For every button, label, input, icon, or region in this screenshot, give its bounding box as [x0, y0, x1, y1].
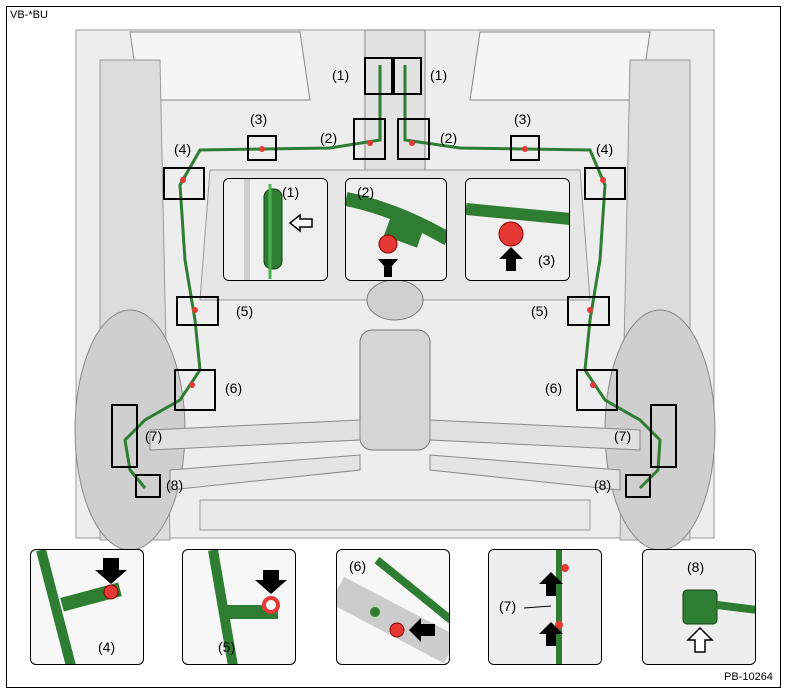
detail-inset-3: (3)	[465, 178, 570, 281]
label-3-left: (3)	[250, 111, 268, 127]
arrow-down-icon	[255, 570, 287, 594]
callout-box-8-left	[135, 474, 161, 498]
detail-inset-1: (1)	[223, 178, 328, 281]
detail-panel-4: (4)	[30, 549, 144, 665]
inset-label-3: (3)	[538, 252, 556, 268]
label-4-left: (4)	[174, 141, 192, 157]
label-2-right: (2)	[440, 130, 458, 146]
detail-inset-2: (2)	[345, 178, 447, 281]
label-1-left: (1)	[332, 67, 350, 83]
figure-code: VB-*BU	[10, 9, 48, 21]
callout-box-7-right	[650, 404, 677, 468]
part-code: PB-10264	[724, 671, 773, 683]
arrow-up-icon	[378, 259, 398, 271]
callout-box-4-right	[584, 167, 626, 200]
arrow-up-icon	[499, 247, 523, 271]
inset-label-1: (1)	[282, 184, 300, 200]
detail-panel-7: (7)	[488, 549, 602, 665]
panel-label-7: (7)	[499, 598, 517, 614]
callout-box-2-left	[353, 118, 386, 160]
label-7-left: (7)	[145, 428, 163, 444]
callout-box-5-right	[567, 296, 610, 326]
callout-box-8-right	[625, 474, 651, 498]
arrow-up-icon	[686, 626, 714, 653]
inset-label-2: (2)	[357, 184, 375, 200]
panel-label-8: (8)	[687, 559, 705, 575]
label-5-right: (5)	[531, 303, 549, 319]
arrow-up-icon	[539, 572, 563, 596]
arrow-left-icon	[288, 213, 313, 233]
callout-box-6-left	[174, 369, 216, 411]
callout-box-4-left	[163, 167, 205, 200]
panel-label-5: (5)	[218, 639, 236, 655]
label-6-right: (6)	[545, 380, 563, 396]
label-5-left: (5)	[236, 303, 254, 319]
arrow-left-icon	[409, 618, 435, 642]
label-4-right: (4)	[596, 141, 614, 157]
label-8-right: (8)	[594, 477, 612, 493]
label-3-right: (3)	[514, 111, 532, 127]
label-6-left: (6)	[225, 380, 243, 396]
callout-box-7-left	[111, 404, 138, 468]
panel-label-6: (6)	[349, 558, 367, 574]
panel-label-4: (4)	[98, 639, 116, 655]
label-8-left: (8)	[166, 477, 184, 493]
callout-box-1-right	[393, 57, 422, 95]
arrow-up-icon	[539, 622, 563, 646]
detail-panel-5: (5)	[182, 549, 296, 665]
label-1-right: (1)	[430, 67, 448, 83]
callout-box-5-left	[176, 296, 219, 326]
label-2-left: (2)	[320, 130, 338, 146]
arrow-down-icon	[95, 558, 127, 584]
callout-box-1-left	[364, 57, 393, 95]
callout-box-2-right	[397, 118, 430, 160]
callout-box-3-right	[510, 135, 540, 161]
callout-box-3-left	[247, 135, 277, 161]
label-7-right: (7)	[614, 428, 632, 444]
callout-box-6-right	[576, 369, 618, 411]
detail-panel-8: (8)	[642, 549, 756, 665]
detail-panel-6: (6)	[336, 549, 450, 665]
